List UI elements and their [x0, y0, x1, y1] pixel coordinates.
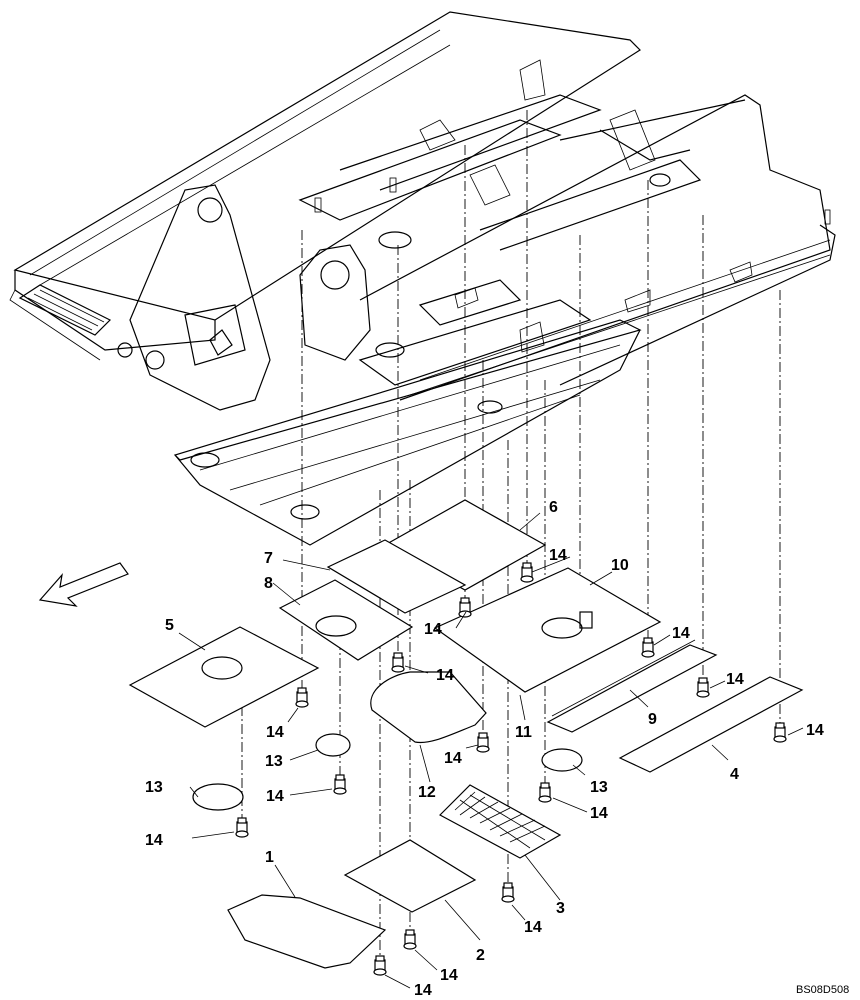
callout-11: 11 [515, 724, 532, 741]
bolt-14 [641, 637, 655, 658]
callout-14: 14 [145, 832, 163, 849]
callout-13: 13 [145, 779, 163, 796]
gasket-13a [192, 783, 244, 811]
cover-plate-8 [278, 579, 414, 661]
callout-14: 14 [444, 750, 462, 767]
callout-14: 14 [524, 919, 542, 936]
bolt-14 [295, 687, 309, 708]
bolt-14 [235, 817, 249, 838]
cover-plate-7 [326, 539, 467, 614]
callout-10: 10 [611, 557, 629, 574]
callout-14: 14 [806, 722, 824, 739]
callout-14: 14 [414, 982, 432, 999]
drawing-code: BS08D508 [796, 984, 849, 996]
callout-14: 14 [424, 621, 442, 638]
cover-plate-10 [433, 567, 662, 693]
bolt-14 [373, 955, 387, 976]
bolt-14 [773, 722, 787, 743]
callout-14: 14 [440, 967, 458, 984]
cover-plate-12 [370, 671, 487, 744]
callout-13: 13 [590, 779, 608, 796]
leader-lines [178, 512, 804, 989]
callout-4: 4 [730, 766, 739, 783]
callout-13: 13 [265, 753, 283, 770]
callout-3: 3 [556, 900, 565, 917]
cover-plate-4 [618, 676, 804, 773]
cover-plates [128, 499, 804, 969]
cover-plate-1 [227, 894, 387, 969]
front-direction-arrow [38, 562, 129, 607]
bolt-14 [391, 652, 405, 673]
callout-12: 12 [418, 784, 436, 801]
callout-labels: 1 2 3 4 5 6 7 8 9 10 11 12 13 13 13 14 1… [145, 499, 824, 999]
callout-7: 7 [264, 550, 273, 567]
callout-8: 8 [264, 575, 273, 592]
bolt-14 [520, 562, 534, 583]
bolt-14 [403, 929, 417, 950]
callout-14: 14 [590, 805, 608, 822]
cover-plate-5 [128, 626, 320, 728]
cover-plate-2 [343, 839, 477, 913]
gasket-13b [315, 733, 351, 757]
upper-frame-assembly [9, 11, 836, 546]
callout-14: 14 [266, 788, 284, 805]
bolt-14 [501, 882, 515, 903]
callout-14: 14 [672, 625, 690, 642]
bolt-14 [476, 732, 490, 753]
bolt-14 [538, 782, 552, 803]
callout-14: 14 [436, 667, 454, 684]
callout-1: 1 [265, 849, 274, 866]
callout-5: 5 [165, 617, 174, 634]
bolts [235, 562, 787, 976]
callout-9: 9 [648, 711, 657, 728]
bolt-14 [333, 774, 347, 795]
callout-14: 14 [726, 671, 744, 688]
gasket-13c [541, 748, 583, 772]
cover-plate-9 [546, 644, 718, 733]
bolt-14 [696, 677, 710, 698]
bolt-14 [458, 597, 472, 618]
callout-14: 14 [549, 547, 567, 564]
callout-6: 6 [549, 499, 558, 516]
grille-plate-3 [439, 784, 562, 859]
callout-2: 2 [476, 947, 485, 964]
callout-14: 14 [266, 724, 284, 741]
